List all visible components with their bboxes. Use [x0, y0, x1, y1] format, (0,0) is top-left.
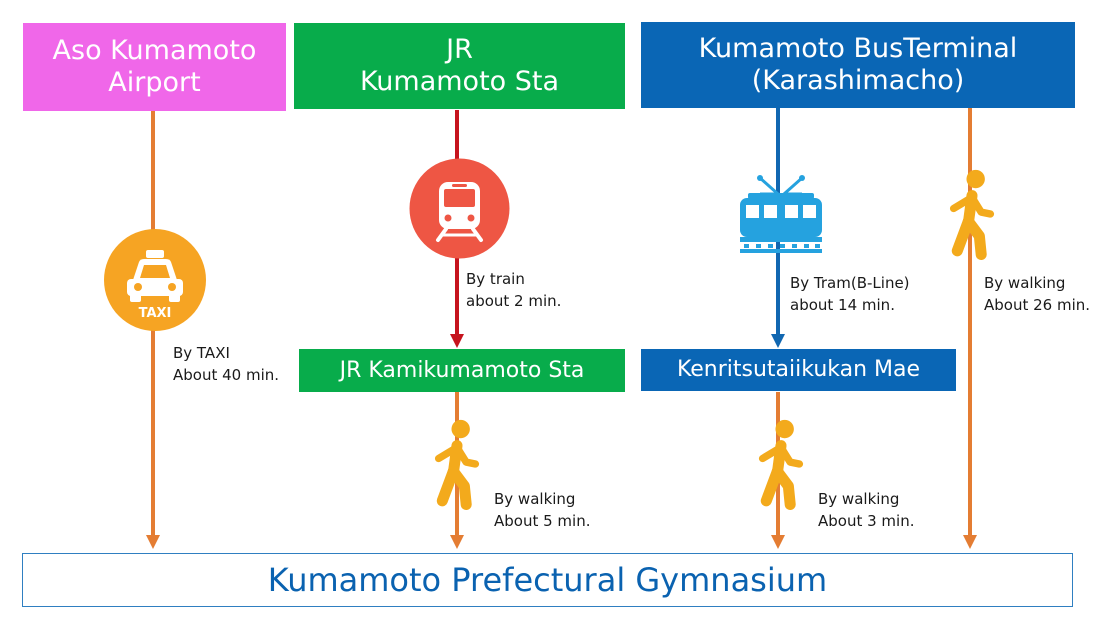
caption-walk-kenritsu: By walking About 3 min. [818, 488, 914, 532]
origin-bus-line2: (Karashimacho) [751, 65, 965, 96]
destination-label: Kumamoto Prefectural Gymnasium [267, 561, 828, 599]
arrow-head-taxi [146, 535, 160, 549]
origin-aso-kumamoto-airport: Aso Kumamoto Airport [23, 23, 286, 111]
caption-walk-jr-time: About 5 min. [494, 512, 591, 530]
taxi-icon-label: TAXI [139, 306, 172, 321]
stop-kenritsu-label: Kenritsutaiikukan Mae [676, 357, 921, 383]
caption-train-mode: By train [466, 270, 525, 288]
caption-walk-jr-mode: By walking [494, 490, 576, 508]
origin-jr-line1: JR [446, 34, 473, 66]
origin-jr-kumamoto-station: JR Kumamoto Sta [294, 23, 625, 109]
origin-airport-line2: Airport [108, 67, 201, 98]
train-icon [409, 158, 510, 259]
walking-person-icon [949, 169, 995, 260]
caption-walk-kenritsu-time: About 3 min. [818, 512, 915, 530]
taxi-icon: TAXI [104, 229, 206, 331]
caption-tram-time: about 14 min. [790, 296, 895, 314]
origin-jr-line2: Kumamoto Sta [359, 66, 560, 97]
arrow-head-walk-terminal [963, 535, 977, 549]
caption-walk-terminal: By walking About 26 min. [984, 272, 1090, 316]
arrow-head-walk-jr [450, 535, 464, 549]
caption-taxi-mode: By TAXI [173, 344, 230, 362]
caption-tram-mode: By Tram(B-Line) [790, 274, 910, 292]
walking-person-icon [758, 419, 804, 510]
tram-icon [740, 175, 822, 253]
origin-airport-line1: Aso Kumamoto [52, 35, 257, 67]
stop-jr-kamikumamoto: JR Kamikumamoto Sta [299, 349, 625, 392]
arrow-head-train [450, 334, 464, 348]
caption-walk-terminal-time: About 26 min. [984, 296, 1091, 314]
caption-taxi: By TAXI About 40 min. [173, 342, 279, 386]
caption-walk-terminal-mode: By walking [984, 274, 1066, 292]
stop-kenritsutaiikukan-mae: Kenritsutaiikukan Mae [641, 349, 956, 391]
origin-bus-line1: Kumamoto BusTerminal [698, 33, 1018, 65]
route-line-walk-terminal [968, 108, 972, 540]
destination-kumamoto-prefectural-gymnasium: Kumamoto Prefectural Gymnasium [22, 553, 1073, 607]
arrow-head-tram [771, 334, 785, 348]
stop-jr-kamikumamoto-label: JR Kamikumamoto Sta [339, 357, 585, 383]
caption-train-time: about 2 min. [466, 292, 562, 310]
caption-tram: By Tram(B-Line) about 14 min. [790, 272, 910, 316]
caption-walk-kenritsu-mode: By walking [818, 490, 900, 508]
arrow-head-walk-kenritsu [771, 535, 785, 549]
caption-walk-jr: By walking About 5 min. [494, 488, 590, 532]
walking-person-icon [434, 419, 480, 510]
caption-taxi-time: About 40 min. [173, 366, 280, 384]
caption-train: By train about 2 min. [466, 268, 561, 312]
origin-kumamoto-bus-terminal: Kumamoto BusTerminal (Karashimacho) [641, 22, 1075, 108]
